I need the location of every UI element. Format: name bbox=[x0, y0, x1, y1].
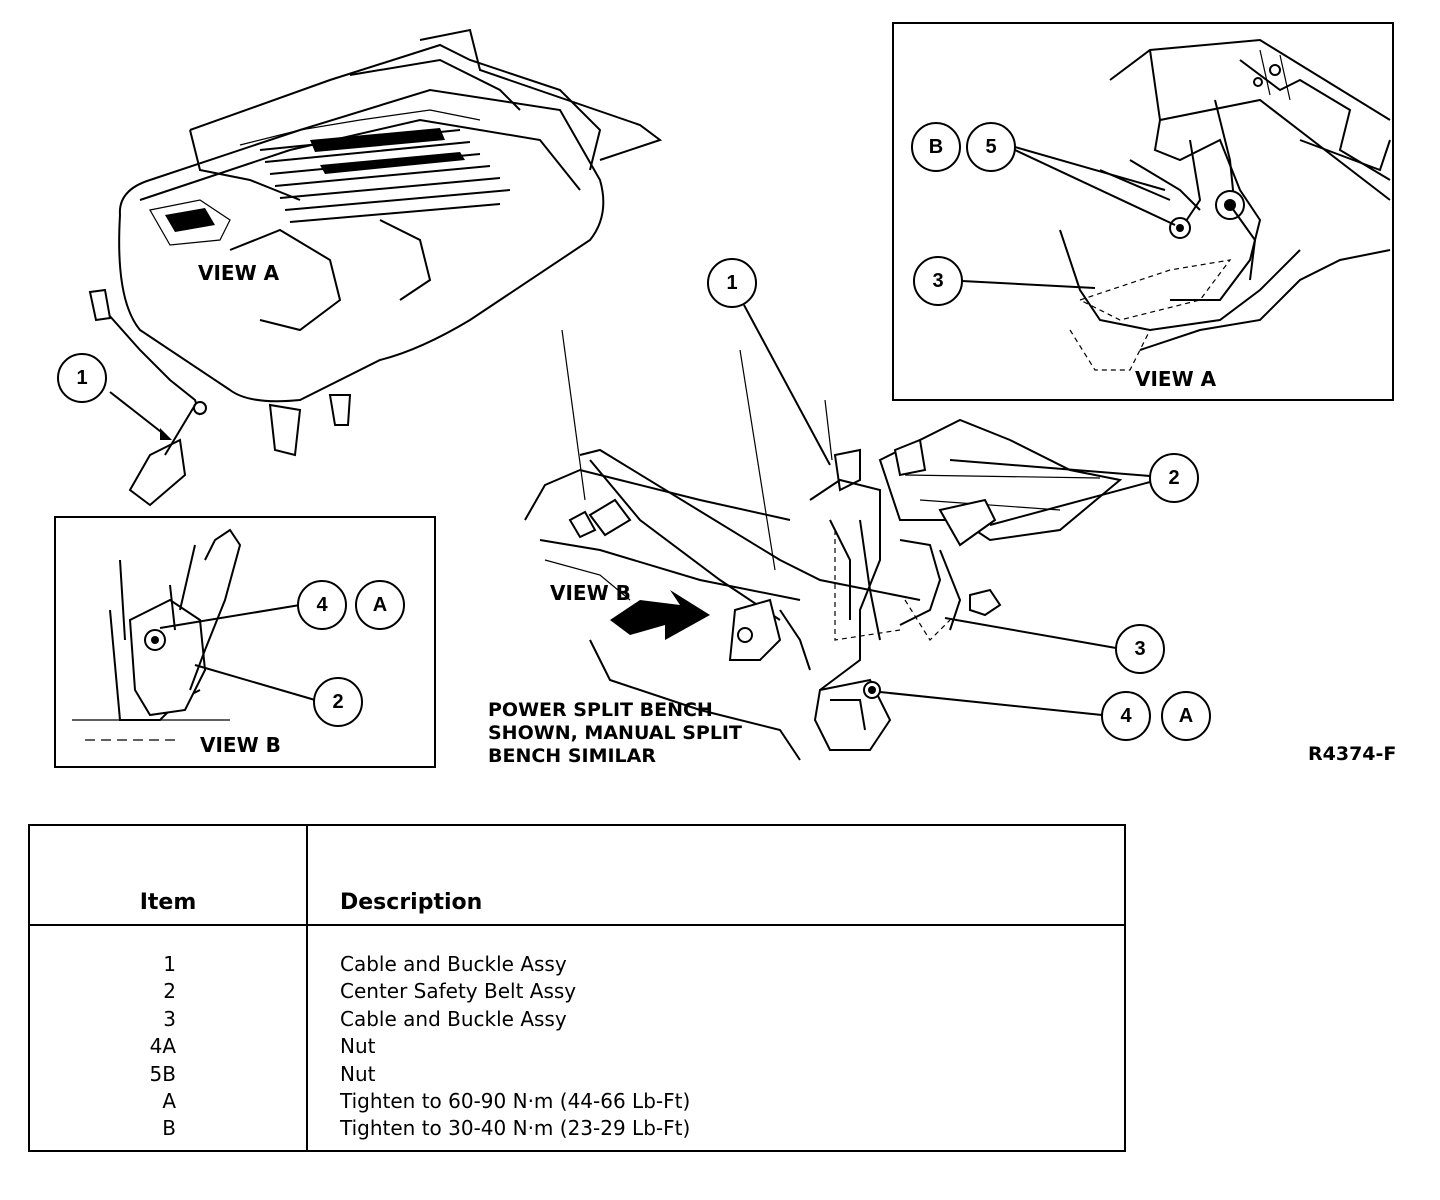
caption-line-2: SHOWN, MANUAL SPLIT bbox=[488, 722, 742, 744]
header-item: Item bbox=[139, 890, 197, 915]
callout-a-view-b: A bbox=[373, 594, 387, 616]
view-b-inset-frame bbox=[54, 516, 436, 768]
callout-b-view-a: B bbox=[929, 136, 943, 158]
view-a-inset-label: VIEW A bbox=[1135, 367, 1217, 391]
callout-3-bench: 3 bbox=[1134, 638, 1145, 660]
table-row: B Tighten to 30-40 N·m (23-29 Lb-Ft) bbox=[30, 1116, 1124, 1143]
view-b-main-label: VIEW B bbox=[550, 581, 631, 605]
callout-2-view-b: 2 bbox=[332, 691, 343, 713]
row-item: B bbox=[162, 1116, 176, 1141]
header-description: Description bbox=[340, 890, 483, 915]
table-row: 3 Cable and Buckle Assy bbox=[30, 1007, 1124, 1034]
caption-line-3: BENCH SIMILAR bbox=[488, 745, 656, 767]
view-a-inset-illustration bbox=[1059, 38, 1391, 371]
view-b-inset-illustration bbox=[72, 528, 316, 741]
callout-4-view-b: 4 bbox=[316, 594, 328, 616]
callout-2-bench: 2 bbox=[1168, 467, 1179, 489]
callout-4-bench: 4 bbox=[1120, 705, 1132, 727]
callout-5-view-a: 5 bbox=[985, 136, 996, 158]
parts-table-header: Item Description bbox=[30, 826, 1124, 926]
seat-cushion-illustration bbox=[88, 28, 663, 507]
row-item: 3 bbox=[163, 1006, 176, 1031]
row-item: 2 bbox=[163, 979, 176, 1004]
callout-a-bench: A bbox=[1179, 705, 1193, 727]
row-description: Nut bbox=[340, 1034, 376, 1059]
table-row: 2 Center Safety Belt Assy bbox=[30, 979, 1124, 1006]
figure-id: R4374-F bbox=[1308, 743, 1396, 765]
table-row: A Tighten to 60-90 N·m (44-66 Lb-Ft) bbox=[30, 1089, 1124, 1116]
view-b-inset-label: VIEW B bbox=[200, 733, 281, 757]
row-description: Nut bbox=[340, 1061, 376, 1086]
table-row: 4A Nut bbox=[30, 1034, 1124, 1061]
row-item: 1 bbox=[163, 952, 176, 976]
bench-frame-illustration bbox=[524, 329, 1123, 761]
callout-bubble bbox=[57, 353, 107, 403]
seat-belt-diagram: VIEW A 1 4 A 2 VIEW B bbox=[54, 22, 1396, 768]
callout-3-view-a: 3 bbox=[932, 270, 943, 292]
row-item: 5B bbox=[149, 1061, 176, 1086]
callout-1-bench: 1 bbox=[726, 272, 737, 294]
callout-1-cushion: 1 bbox=[76, 367, 87, 389]
table-row: 1 Cable and Buckle Assy bbox=[30, 952, 1124, 979]
row-description: Center Safety Belt Assy bbox=[340, 979, 577, 1004]
table-row: 5B Nut bbox=[30, 1062, 1124, 1089]
row-item: 4A bbox=[149, 1034, 176, 1059]
row-description: Tighten to 60-90 N·m (44-66 Lb-Ft) bbox=[340, 1088, 691, 1113]
view-a-inset-frame bbox=[892, 22, 1394, 401]
caption-line-1: POWER SPLIT BENCH bbox=[488, 699, 713, 721]
row-description: Cable and Buckle Assy bbox=[340, 1006, 567, 1031]
column-divider bbox=[306, 826, 308, 1150]
view-a-main-label: VIEW A bbox=[198, 261, 280, 285]
row-description: Cable and Buckle Assy bbox=[340, 952, 567, 976]
row-item: A bbox=[162, 1088, 176, 1113]
row-description: Tighten to 30-40 N·m (23-29 Lb-Ft) bbox=[340, 1116, 691, 1141]
